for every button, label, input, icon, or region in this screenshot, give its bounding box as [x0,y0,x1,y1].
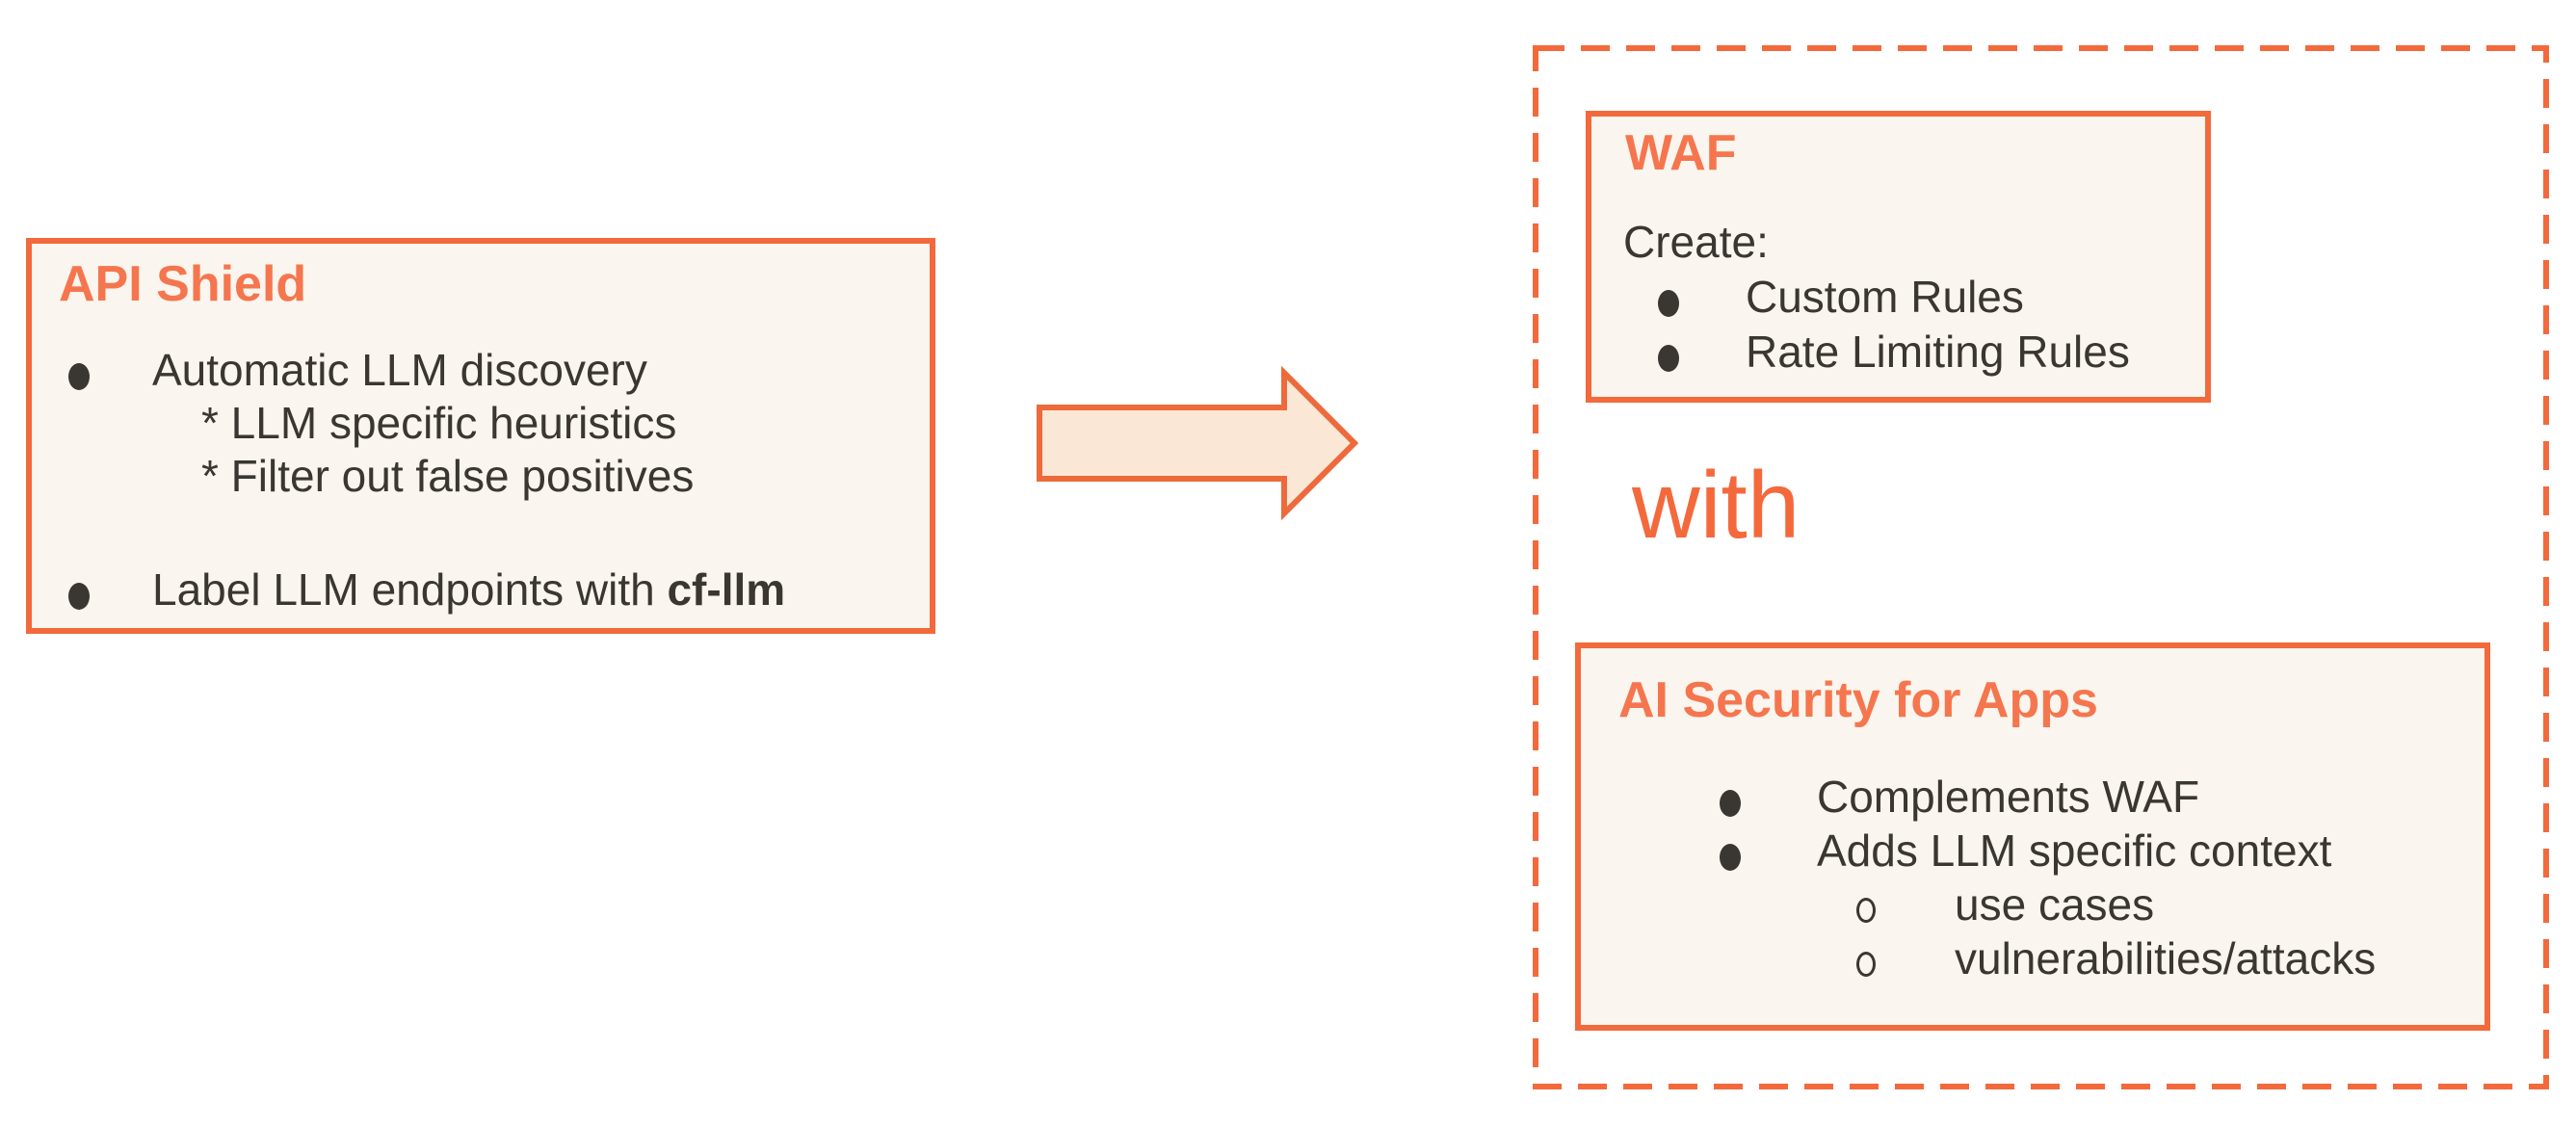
ai-security-bullet-1: Complements WAF [1817,772,2200,822]
api-shield-bullet-2: Label LLM endpoints with cf-llm [152,564,785,616]
bullet-dot-icon [68,363,90,390]
ai-security-title: AI Security for Apps [1618,672,2098,728]
waf-box: WAF Create: Custom Rules Rate Limiting R… [1586,111,2211,403]
bullet-dot-icon [1658,290,1679,317]
api-shield-box: API Shield Automatic LLM discovery * LLM… [26,238,935,634]
bullet-dot-icon [1720,844,1741,871]
waf-intro: Create: [1623,217,1769,267]
bullet-dot-icon [1720,790,1741,817]
flow-arrow-right-icon [1037,365,1359,521]
api-shield-bullet-1: Automatic LLM discovery [152,345,647,395]
api-shield-bullet-2-code: cf-llm [667,564,786,615]
open-circle-bullet-icon [1856,898,1876,923]
bullet-dot-icon [1658,345,1679,372]
waf-title: WAF [1625,125,1737,181]
api-shield-bullet-2-text: Label LLM endpoints with [152,564,655,615]
with-connector-label: with [1632,452,1801,558]
ai-security-box: AI Security for Apps Complements WAF Add… [1575,642,2490,1031]
ai-security-sub-1: use cases [1955,879,2155,930]
api-shield-sub-2: * Filter out false positives [201,451,695,501]
waf-bullet-2: Rate Limiting Rules [1746,327,2130,377]
bullet-dot-icon [68,583,90,610]
ai-security-sub-2: vulnerabilities/attacks [1955,933,2377,983]
ai-security-bullet-2: Adds LLM specific context [1817,826,2332,876]
open-circle-bullet-icon [1856,952,1876,977]
api-shield-title: API Shield [59,256,307,312]
waf-bullet-1: Custom Rules [1746,272,2024,322]
api-shield-sub-1: * LLM specific heuristics [201,398,677,448]
